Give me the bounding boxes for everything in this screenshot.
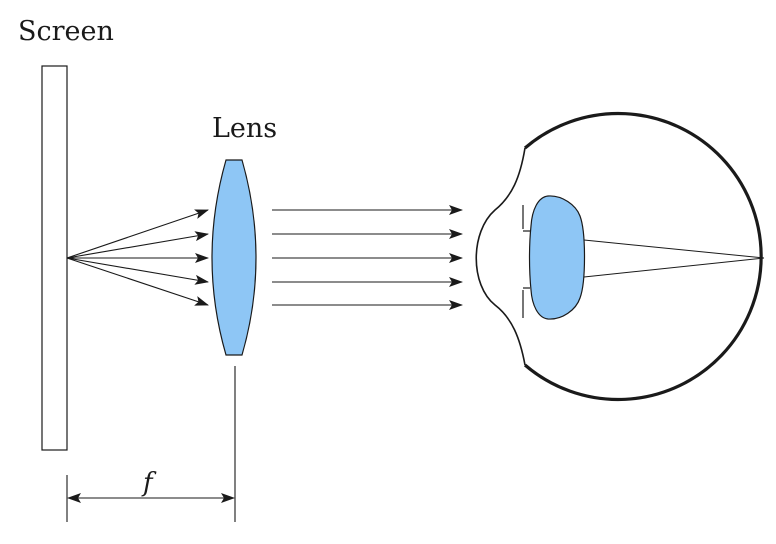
converging-rays	[583, 239, 765, 278]
ray	[583, 257, 765, 278]
ray	[66, 209, 209, 259]
cornea	[475, 147, 526, 366]
ray	[583, 239, 765, 259]
focal-length-dimension: f	[66, 366, 236, 522]
focal-length-label: f	[141, 468, 157, 498]
screen-label: Screen	[18, 16, 114, 47]
lens	[211, 159, 257, 356]
ray	[66, 257, 209, 285]
eye	[475, 111, 765, 402]
eye-lens	[528, 195, 586, 320]
eyeball	[523, 111, 763, 402]
ray	[66, 231, 209, 259]
ray	[66, 257, 209, 306]
iris	[522, 205, 530, 318]
lens-label: Lens	[212, 113, 277, 144]
screen	[41, 65, 68, 451]
diverging-rays	[66, 209, 209, 306]
parallel-rays	[272, 205, 463, 310]
